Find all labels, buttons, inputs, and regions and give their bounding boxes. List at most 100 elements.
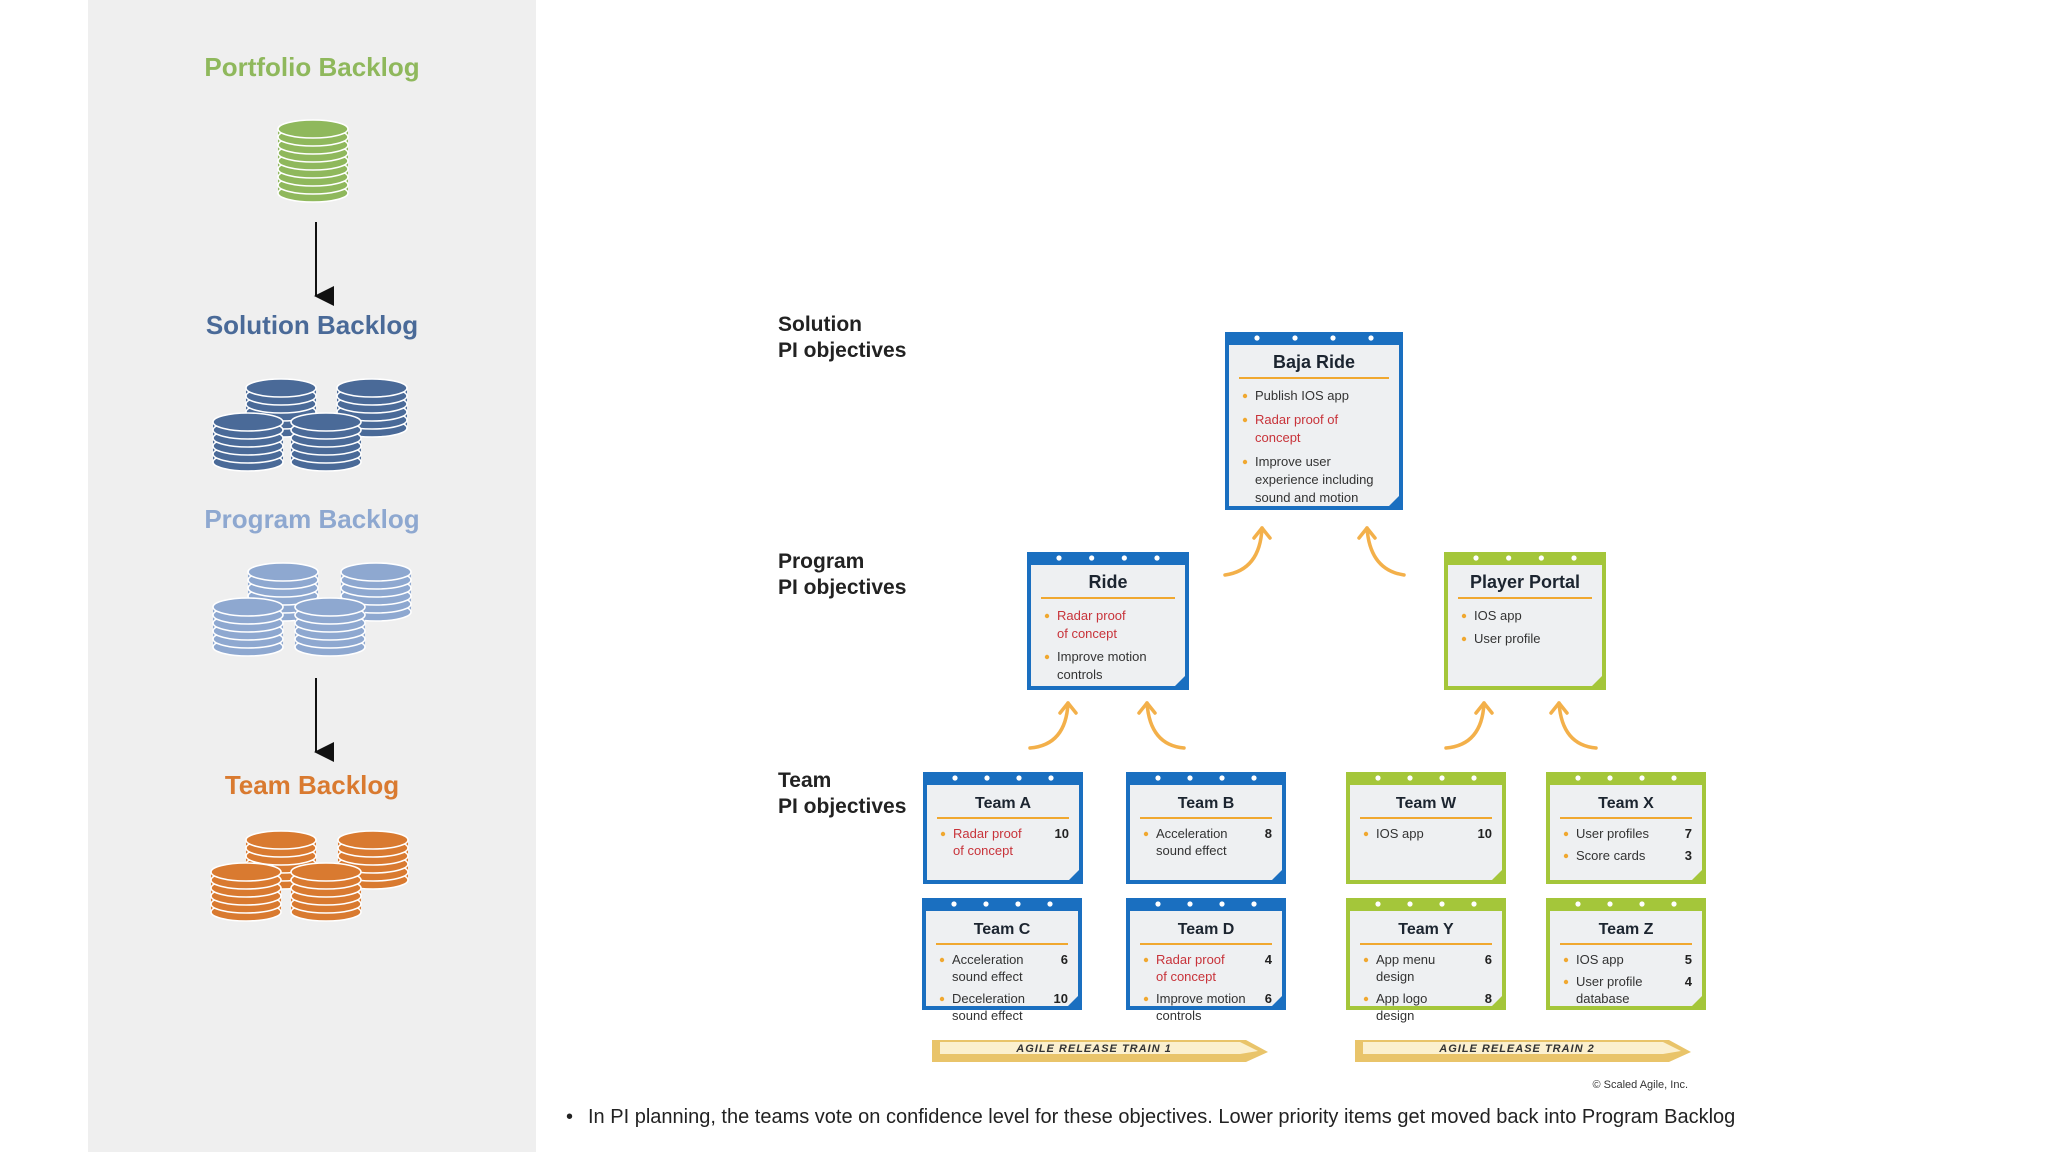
objective-text: App menu: [1376, 952, 1435, 967]
portfolio-coin-stack-icon: [277, 119, 349, 203]
binder-dot-icon: [1089, 555, 1095, 561]
team-c-card: Team C Acceleration sound effect 6Decelerat…: [922, 898, 1082, 1023]
bullet-icon: [1242, 393, 1248, 399]
objective-text: controls: [1156, 1008, 1202, 1023]
objective-text: Acceleration: [952, 952, 1024, 967]
objective-text: database: [1576, 991, 1630, 1006]
business-value-text: 10: [1054, 991, 1068, 1006]
business-value-text: 8: [1265, 826, 1272, 841]
business-value-text: 4: [1685, 974, 1693, 989]
binder-dot-icon: [1056, 555, 1062, 561]
bullet-icon: [939, 957, 945, 963]
objective-text: Radar proof: [1156, 952, 1225, 967]
binder-dot-icon: [1048, 775, 1054, 781]
upward-curved-arrow-icon: [1028, 701, 1078, 750]
objective-text: of concept: [953, 843, 1013, 858]
binder-dot-icon: [1254, 335, 1260, 341]
solution-coin-stack-icon: [212, 412, 284, 472]
program-level-sublabel: PI objectives: [778, 576, 906, 599]
binder-dot-icon: [952, 775, 958, 781]
objective-text: Radar proof: [1057, 608, 1126, 623]
objective-text: App logo: [1376, 991, 1427, 1006]
binder-dot-icon: [951, 901, 957, 907]
agile-release-train-1-banner: AGILE RELEASE TRAIN 1: [932, 1040, 1268, 1062]
train-label: AGILE RELEASE TRAIN 2: [1438, 1043, 1594, 1055]
binder-dot-icon: [1671, 775, 1677, 781]
binder-dot-icon: [1575, 775, 1581, 781]
objective-text: sound effect: [952, 969, 1023, 984]
binder-dot-icon: [1439, 775, 1445, 781]
bullet-icon: [1044, 654, 1050, 660]
program-coin-stack-icon: [212, 597, 284, 657]
bullet-icon: [1461, 613, 1467, 619]
business-value-text: 3: [1685, 848, 1692, 863]
business-value-text: 6: [1265, 991, 1272, 1006]
binder-dot-icon: [1575, 901, 1581, 907]
objective-text: User profiles: [1576, 826, 1649, 841]
binder-dot-icon: [1251, 901, 1257, 907]
objective-text: design: [1376, 969, 1414, 984]
agile-release-train-2-banner: AGILE RELEASE TRAIN 2: [1355, 1040, 1691, 1062]
portfolio-backlog-title: Portfolio Backlog: [204, 52, 420, 82]
objective-text: Score cards: [1576, 848, 1646, 863]
objective-text: User profile: [1576, 974, 1642, 989]
binder-dot-icon: [1155, 775, 1161, 781]
binder-dot-icon: [1639, 901, 1645, 907]
binder-dot-icon: [1047, 901, 1053, 907]
objective-text: sound effect: [952, 1008, 1023, 1023]
objective-text: IOS app: [1576, 952, 1624, 967]
bullet-icon: [1563, 979, 1569, 985]
objective-text: Improve motion: [1057, 649, 1147, 664]
card-title: Team A: [975, 795, 1031, 812]
train-label: AGILE RELEASE TRAIN 1: [1015, 1043, 1171, 1055]
objective-text: Publish IOS app: [1255, 388, 1349, 403]
copyright-text: © Scaled Agile, Inc.: [1592, 1079, 1688, 1091]
binder-dot-icon: [1639, 775, 1645, 781]
objective-text: concept: [1255, 430, 1301, 445]
card-title: Team D: [1178, 921, 1235, 938]
business-value-text: 6: [1061, 952, 1068, 967]
binder-dot-icon: [1506, 555, 1512, 561]
objective-text: IOS app: [1474, 608, 1522, 623]
bullet-icon: [1461, 636, 1467, 642]
bullet-icon: [1363, 996, 1369, 1002]
business-value-text: 7: [1685, 826, 1692, 841]
binder-dot-icon: [1015, 901, 1021, 907]
binder-dot-icon: [1251, 775, 1257, 781]
card-title: Team B: [1178, 795, 1235, 812]
business-value-text: 4: [1265, 952, 1273, 967]
binder-dot-icon: [1154, 555, 1160, 561]
binder-dot-icon: [1407, 901, 1413, 907]
card-title: Baja Ride: [1273, 352, 1355, 372]
card-title: Ride: [1088, 572, 1127, 592]
solution-coin-stack-icon: [290, 412, 362, 472]
upward-curved-arrow-icon: [1223, 526, 1272, 577]
binder-dot-icon: [1187, 775, 1193, 781]
objective-text: sound effect: [1156, 843, 1227, 858]
binder-dot-icon: [1375, 901, 1381, 907]
bullet-icon: [1242, 459, 1248, 465]
bullet-icon: [1143, 996, 1149, 1002]
solution-level-label: Solution: [778, 313, 862, 336]
bullet-icon: [1563, 853, 1569, 859]
footer-note-text: In PI planning, the teams vote on confid…: [588, 1106, 1736, 1128]
program-coin-stack-icon: [294, 597, 366, 657]
program-backlog-title: Program Backlog: [204, 504, 420, 534]
upward-curved-arrow-icon: [1357, 526, 1406, 577]
card-title: Team X: [1598, 795, 1654, 812]
bullet-icon: •: [566, 1106, 574, 1128]
binder-dot-icon: [1219, 775, 1225, 781]
card-title: Player Portal: [1470, 572, 1580, 592]
objective-text: Deceleration: [952, 991, 1025, 1006]
upward-curved-arrow-icon: [1444, 701, 1494, 750]
solution-backlog-title: Solution Backlog: [205, 310, 419, 340]
card-title: Team C: [974, 921, 1031, 938]
